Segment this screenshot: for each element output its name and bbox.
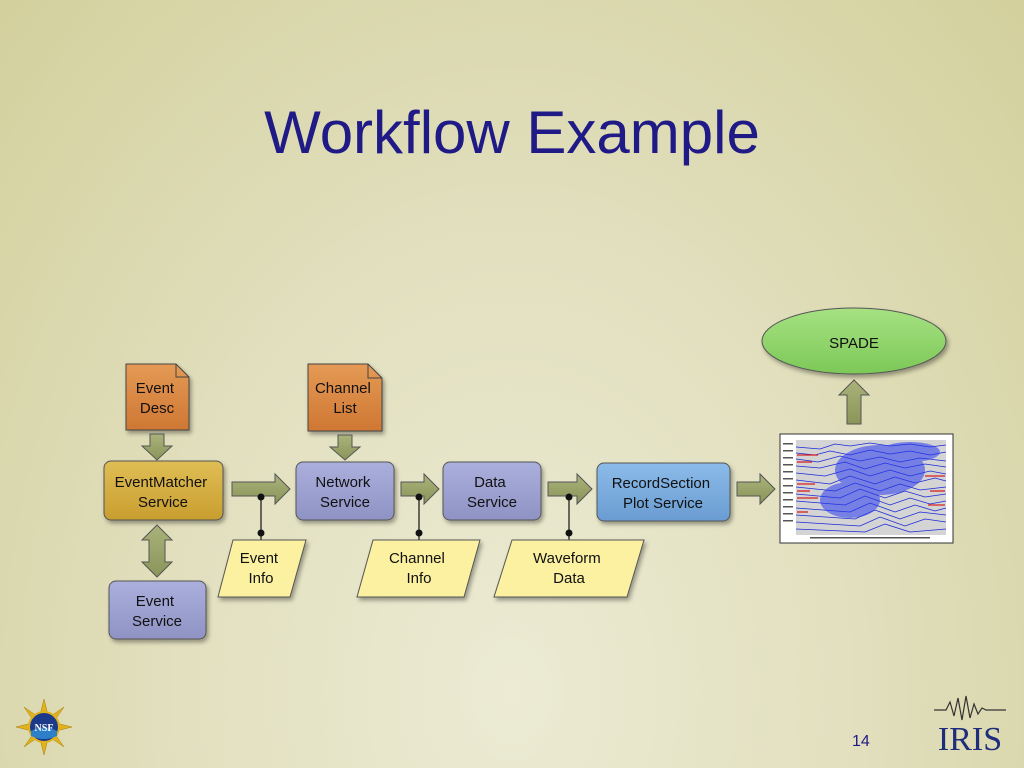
iris-logo-text: IRIS (938, 721, 1002, 754)
record-section-plot-image (779, 433, 954, 544)
nsf-logo: NSF (15, 698, 73, 756)
connector-dot-channel-info (415, 493, 423, 501)
page-number: 14 (852, 733, 870, 750)
channel-list-line1: Channel (315, 380, 371, 397)
arrow-down-event-desc (140, 433, 174, 461)
event-info-line2: Info (248, 570, 273, 587)
event-info-data (217, 539, 307, 598)
svg-text:Event Info: Event Info (240, 550, 283, 587)
data-service-line1: Data (474, 474, 506, 491)
connector-dot-event-info (257, 493, 265, 501)
eventmatcher-service-box (103, 460, 224, 521)
iris-logo: IRIS (934, 695, 1006, 754)
waveform-line1: Waveform (533, 550, 601, 567)
arrow-right-1 (231, 472, 291, 506)
arrow-right-4 (736, 472, 776, 506)
arrow-up-spade (837, 379, 871, 425)
data-service-line2: Service (467, 494, 517, 511)
svg-text:EventMatcher Service: EventMatcher Service (115, 474, 212, 511)
channel-list-line2: List (333, 400, 357, 417)
svg-text:Network Service: Network Service (315, 474, 374, 511)
channel-info-data (356, 539, 481, 598)
channel-list-document (307, 363, 383, 432)
arrow-right-2 (400, 472, 440, 506)
recordsection-line2: Plot Service (623, 495, 703, 512)
data-service-box (442, 461, 542, 521)
svg-text:Waveform Data: Waveform Data (533, 550, 605, 587)
double-arrow-event-service (140, 524, 174, 578)
connector-dot-waveform (565, 493, 573, 501)
waveform-line2: Data (553, 570, 585, 587)
channel-info-line1: Channel (389, 550, 445, 567)
network-service-line2: Service (320, 494, 370, 511)
event-desc-line1: Event (136, 380, 175, 397)
svg-text:Channel List: Channel List (315, 380, 375, 417)
spade-label: SPADE (829, 335, 879, 352)
waveform-data (493, 539, 645, 598)
svg-text:Data Service: Data Service (467, 474, 517, 511)
event-service-box (108, 580, 207, 640)
channel-info-line2: Info (406, 570, 431, 587)
event-service-line1: Event (136, 593, 175, 610)
recordsection-line1: RecordSection (612, 475, 710, 492)
svg-text:Channel Info: Channel Info (389, 550, 449, 587)
svg-text:RecordSection Plot Service: RecordSection Plot Service (612, 475, 715, 512)
event-service-line2: Service (132, 613, 182, 630)
spade-ellipse (761, 307, 947, 375)
nsf-logo-text: NSF (35, 723, 54, 734)
arrow-down-channel-list (328, 434, 362, 461)
recordsection-service-box (596, 462, 731, 522)
eventmatcher-line1: EventMatcher (115, 474, 208, 491)
event-desc-document (125, 363, 190, 431)
eventmatcher-line2: Service (138, 494, 188, 511)
svg-text:Event Desc: Event Desc (136, 380, 179, 417)
network-service-box (295, 461, 395, 521)
event-info-line1: Event (240, 550, 279, 567)
slide-title: Workflow Example (264, 99, 760, 166)
arrow-right-3 (547, 472, 593, 506)
event-desc-line2: Desc (140, 400, 175, 417)
svg-text:Event Service: Event Service (132, 593, 182, 630)
network-service-line1: Network (315, 474, 371, 491)
